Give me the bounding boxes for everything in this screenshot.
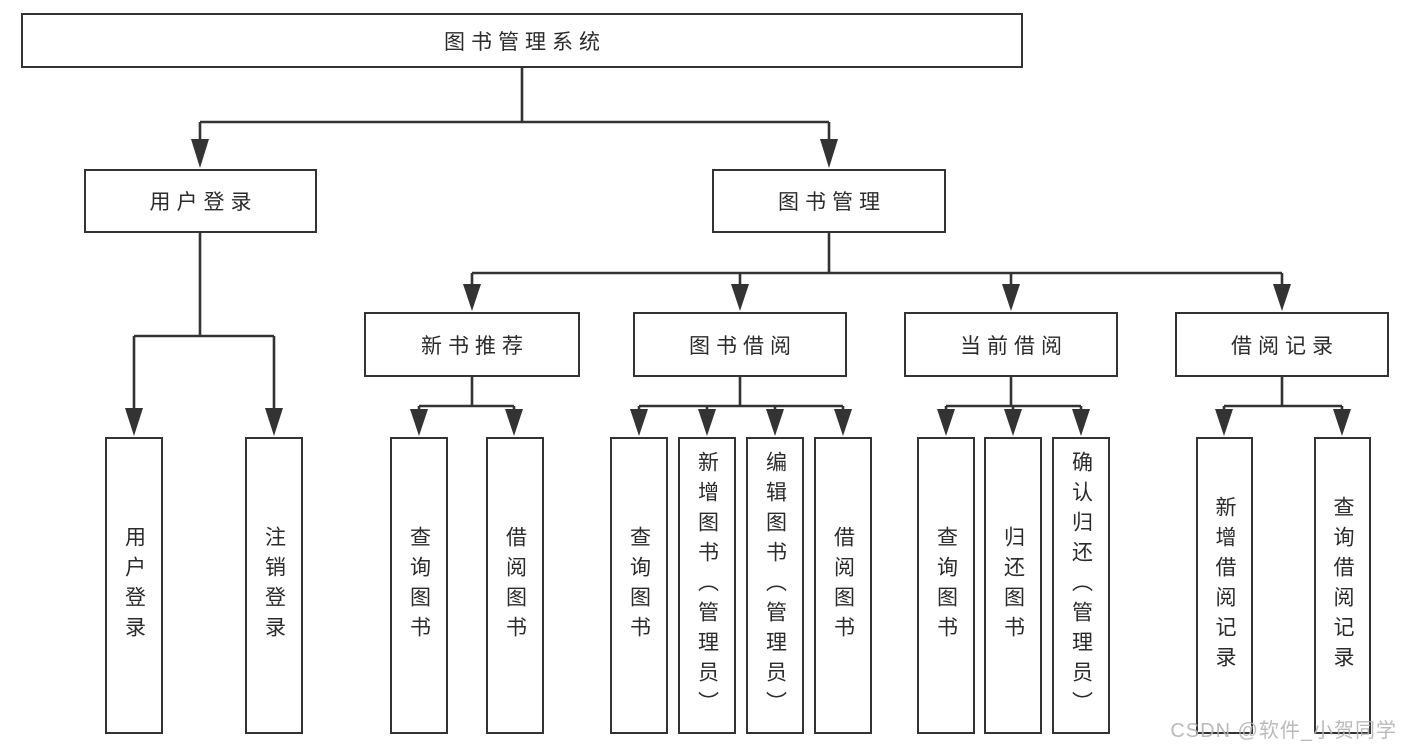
leaf-query-books-1-label: 查询图书 [407, 525, 431, 646]
connector-current-borrowing-children [937, 377, 1090, 436]
connector-book-borrowing-children [630, 377, 852, 436]
leaf-borrow-books-1: 借阅图书 [486, 437, 544, 734]
leaf-query-books-2: 查询图书 [610, 437, 668, 734]
node-current-borrowing: 当前借阅 [904, 312, 1118, 377]
leaf-add-books-admin: 新增图书（管理员） [678, 437, 736, 734]
leaf-return-books-label: 归还图书 [1001, 525, 1025, 646]
node-book-management: 图书管理 [712, 169, 946, 233]
connector-root-to-level2 [191, 68, 838, 168]
connector-borrowing-records-children [1215, 377, 1351, 436]
leaf-add-borrow-record-label: 新增借阅记录 [1213, 495, 1236, 676]
node-borrowing-records: 借阅记录 [1175, 312, 1389, 377]
leaf-return-books: 归还图书 [984, 437, 1042, 734]
node-new-book-recommendation: 新书推荐 [364, 312, 580, 377]
leaf-query-books-1: 查询图书 [390, 437, 448, 734]
csdn-watermark: CSDN @软件_小贺同学 [1170, 720, 1397, 742]
leaf-edit-books-admin-label: 编辑图书（管理员） [763, 450, 787, 721]
node-root-library-system: 图书管理系统 [21, 13, 1023, 68]
leaf-query-books-3-label: 查询图书 [934, 525, 958, 646]
connector-book-management-to-level3 [463, 233, 1291, 311]
leaf-logout: 注销登录 [245, 437, 303, 734]
leaf-borrow-books-2-label: 借阅图书 [831, 525, 855, 646]
leaf-borrow-books-1-label: 借阅图书 [503, 525, 527, 646]
leaf-user-login: 用户登录 [105, 437, 163, 734]
leaf-user-login-label: 用户登录 [122, 525, 146, 646]
leaf-query-books-2-label: 查询图书 [627, 525, 651, 646]
connector-new-book-children [410, 377, 523, 436]
leaf-edit-books-admin: 编辑图书（管理员） [746, 437, 804, 734]
leaf-confirm-return-admin-label: 确认归还（管理员） [1069, 450, 1093, 721]
connector-user-login-children [125, 233, 283, 436]
node-book-borrowing: 图书借阅 [633, 312, 847, 377]
leaf-add-books-admin-label: 新增图书（管理员） [695, 450, 719, 721]
node-user-login: 用户登录 [84, 169, 317, 233]
leaf-logout-label: 注销登录 [262, 525, 286, 646]
leaf-borrow-books-2: 借阅图书 [814, 437, 872, 734]
leaf-confirm-return-admin: 确认归还（管理员） [1052, 437, 1110, 734]
leaf-add-borrow-record: 新增借阅记录 [1196, 437, 1253, 734]
leaf-query-borrow-record: 查询借阅记录 [1314, 437, 1371, 734]
leaf-query-borrow-record-label: 查询借阅记录 [1331, 495, 1354, 676]
leaf-query-books-3: 查询图书 [917, 437, 975, 734]
